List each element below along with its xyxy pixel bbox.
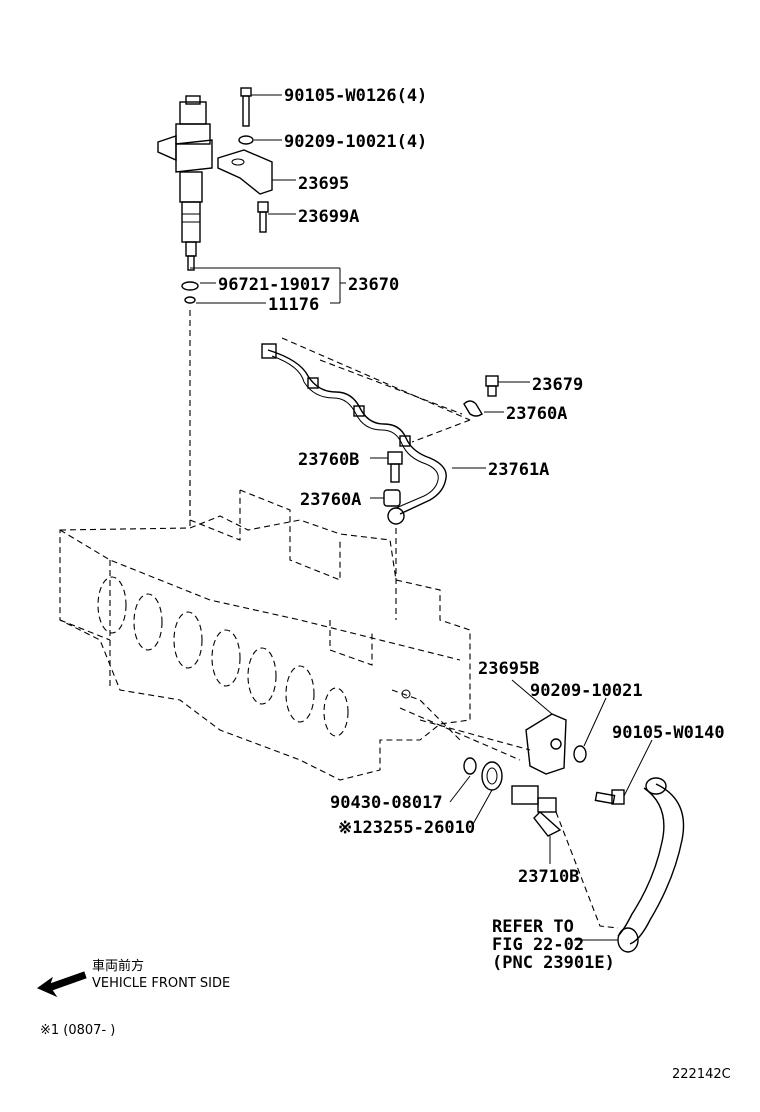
label-refer-line1: REFER TO xyxy=(492,917,574,937)
label-injector-assy: 23670 xyxy=(348,275,399,295)
leakage-pipe-drawing xyxy=(261,343,447,525)
union-drawing xyxy=(511,785,562,864)
injector-drawing xyxy=(157,95,213,271)
figure-id: 222142C xyxy=(672,1067,731,1082)
label-leakage-pipe: 23761A xyxy=(488,460,549,480)
bolt-top-drawing xyxy=(240,87,282,127)
o-ring-drawing xyxy=(181,281,216,291)
clamp-drawing xyxy=(217,149,296,195)
pipe-dashed-guides xyxy=(281,337,471,620)
label-refer-line2: FIG 22-02 xyxy=(492,935,584,955)
bolt-pipe-drawing xyxy=(485,375,530,397)
label-clamp-pipe-lower: 23760A xyxy=(300,490,361,510)
seal-ring-drawing xyxy=(471,761,503,827)
cylinder-head-drawing xyxy=(59,480,531,781)
label-bolt-top: 90105-W0126(4) xyxy=(284,86,427,106)
label-union: 23710B xyxy=(518,867,579,887)
washer-lower-drawing xyxy=(573,697,607,763)
label-washer-top: 90209-10021(4) xyxy=(284,132,427,152)
washer-top-drawing xyxy=(238,135,282,145)
gasket-drawing xyxy=(184,296,266,304)
bolt-pipe-lower-drawing xyxy=(370,451,403,483)
label-bracket: 23695B xyxy=(478,659,539,679)
clamp-pipe-upper-drawing xyxy=(463,400,504,417)
clamp-pipe-lower-drawing xyxy=(370,489,401,507)
group-bracket-23670 xyxy=(190,267,346,304)
label-gasket: 11176 xyxy=(268,295,319,315)
label-bolt-pipe-lower: 23760B xyxy=(298,450,359,470)
label-seal-ring: ※123255-26010 xyxy=(338,818,475,838)
fuel-hose-drawing xyxy=(555,777,685,953)
front-arrow-icon xyxy=(36,971,87,998)
label-clamp: 23695 xyxy=(298,174,349,194)
gasket-lower-drawing xyxy=(449,757,477,803)
label-o-ring: 96721-19017 xyxy=(218,275,331,295)
label-clamp-pipe-upper: 23760A xyxy=(506,404,567,424)
label-bolt-lower: 90105-W0140 xyxy=(612,723,725,743)
label-refer-line3: (PNC 23901E) xyxy=(492,953,615,973)
front-label-jp: 車両前方 xyxy=(92,958,144,974)
bolt-lower-drawing xyxy=(594,739,653,805)
label-stud: 23699A xyxy=(298,207,359,227)
label-bolt-pipe: 23679 xyxy=(532,375,583,395)
front-label-en: VEHICLE FRONT SIDE xyxy=(92,976,230,991)
footnote: ※1 (0807- ) xyxy=(40,1023,115,1038)
stud-drawing xyxy=(257,201,296,233)
label-washer-lower: 90209-10021 xyxy=(530,681,643,701)
bracket-lower-drawing xyxy=(511,679,567,775)
label-gasket-lower: 90430-08017 xyxy=(330,793,443,813)
